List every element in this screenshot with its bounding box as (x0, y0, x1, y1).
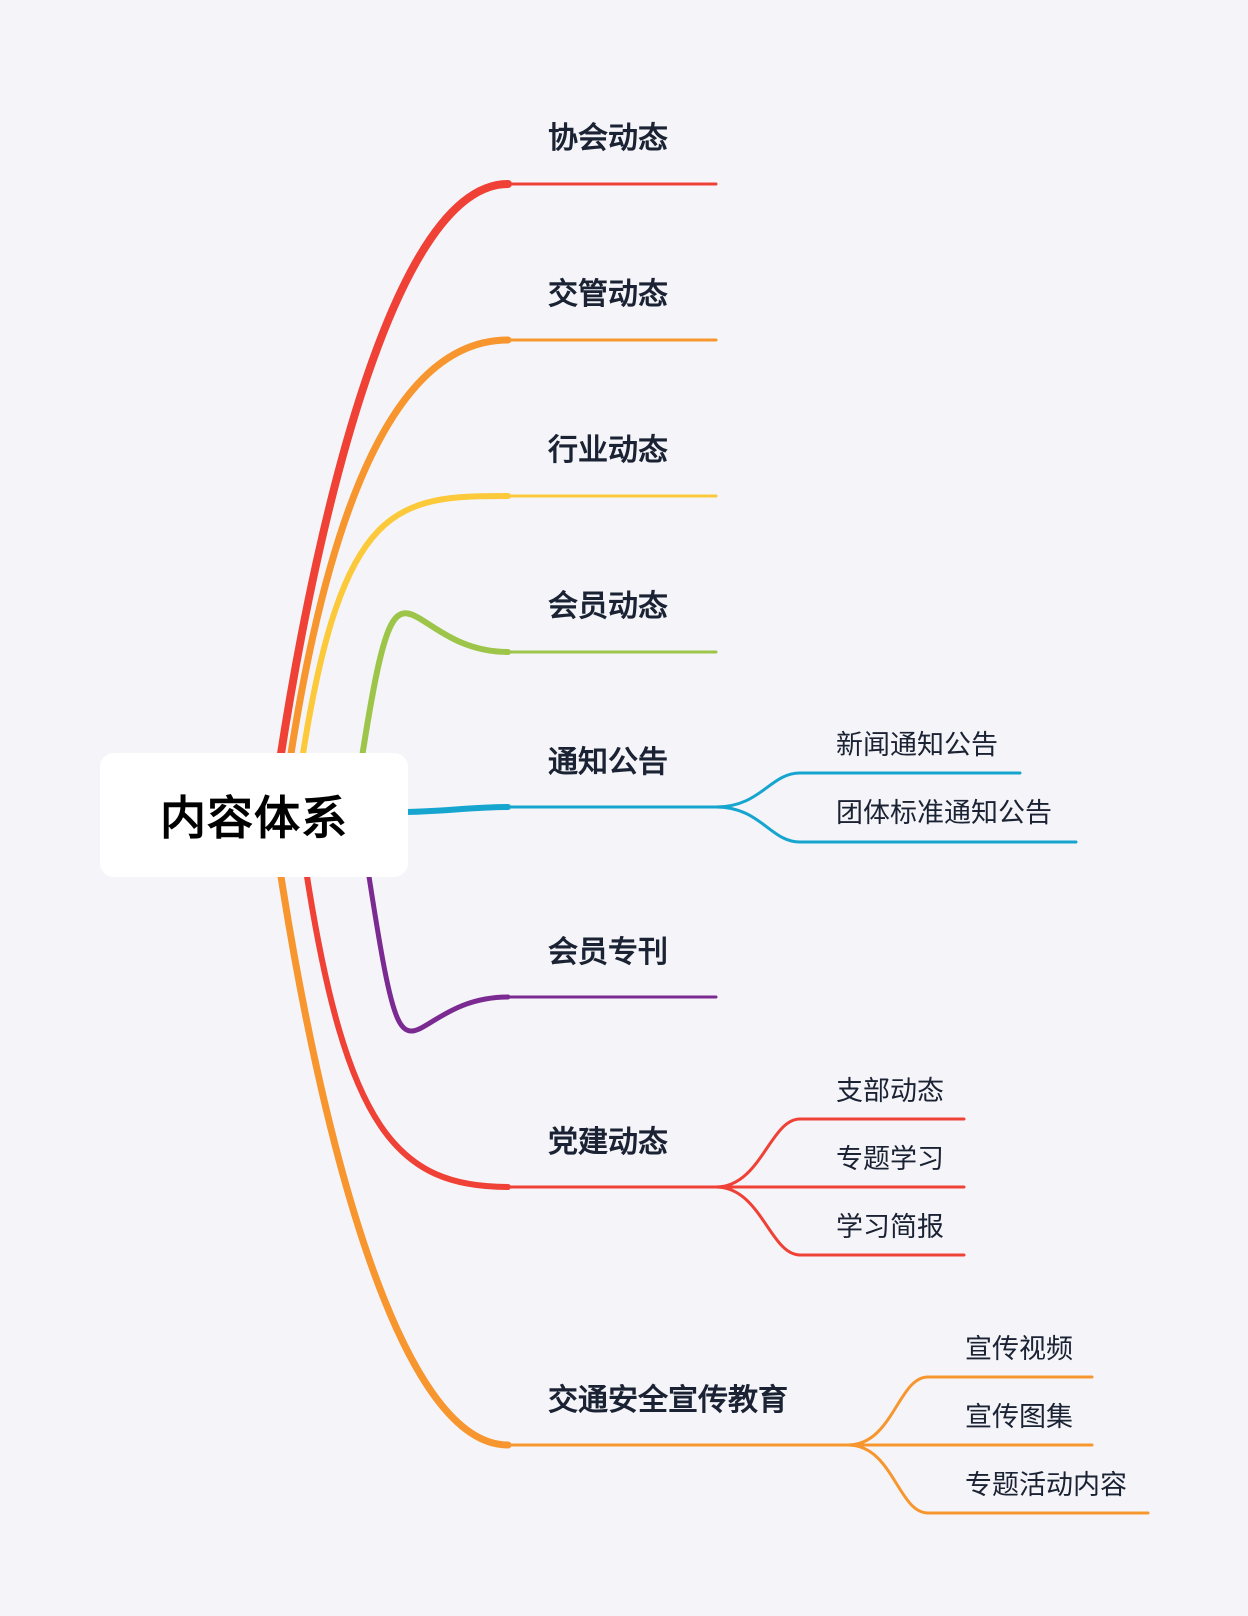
leaf-line-zhibu (714, 1117, 966, 1189)
branch-curve-jiaotong-anquan (276, 866, 512, 1449)
branch-label-tongzhi[interactable]: 通知公告 (548, 745, 668, 780)
leaf-label-xuanchuan-tuji[interactable]: 宣传图集 (965, 1402, 1073, 1433)
branch-curve-tongzhi (397, 804, 511, 815)
leaf-line-zhuanti-huodong (846, 1443, 1150, 1515)
branch-curve-huiyuan-zhuankan (365, 867, 511, 1034)
branch-curve-huiyuan (357, 610, 511, 773)
root-node-label: 内容体系 (160, 791, 348, 845)
branch-label-xiehui[interactable]: 协会动态 (548, 121, 668, 156)
leaf-label-xuanchuan-shipin[interactable]: 宣传视频 (965, 1334, 1073, 1365)
leaf-line-xuexi-jianbao (714, 1185, 966, 1257)
branch-curve-jiaoguan (286, 336, 512, 764)
leaf-label-zhibu[interactable]: 支部动态 (836, 1076, 944, 1107)
leaf-label-zhuanti-huodong[interactable]: 专题活动内容 (965, 1470, 1127, 1501)
leaf-label-zhuanti-xuexi[interactable]: 专题学习 (836, 1144, 944, 1175)
branch-label-jiaoguan[interactable]: 交管动态 (548, 277, 668, 312)
branch-label-huiyuan[interactable]: 会员动态 (548, 589, 668, 624)
leaf-label-xinwen-tongzhi[interactable]: 新闻通知公告 (836, 730, 998, 761)
branch-curve-dangjian (303, 867, 511, 1190)
leaf-line-xinwen-tongzhi (714, 771, 1022, 809)
leaf-label-tuanti-biaozhun[interactable]: 团体标准通知公告 (836, 798, 1052, 829)
branch-label-dangjian[interactable]: 党建动态 (548, 1125, 668, 1160)
branch-label-hangye[interactable]: 行业动态 (548, 433, 668, 468)
branch-curve-hangye (299, 493, 511, 763)
branch-curve-xiehui (276, 180, 512, 764)
leaf-line-xuanchuan-shipin (846, 1375, 1094, 1447)
leaf-line-tuanti-biaozhun (714, 805, 1078, 844)
branch-label-huiyuan-zhuankan[interactable]: 会员专刊 (548, 935, 668, 970)
leaf-label-xuexi-jianbao[interactable]: 学习简报 (836, 1212, 944, 1243)
branch-label-jiaotong-anquan[interactable]: 交通安全宣传教育 (548, 1383, 788, 1418)
root-node[interactable]: 内容体系 (100, 753, 408, 877)
